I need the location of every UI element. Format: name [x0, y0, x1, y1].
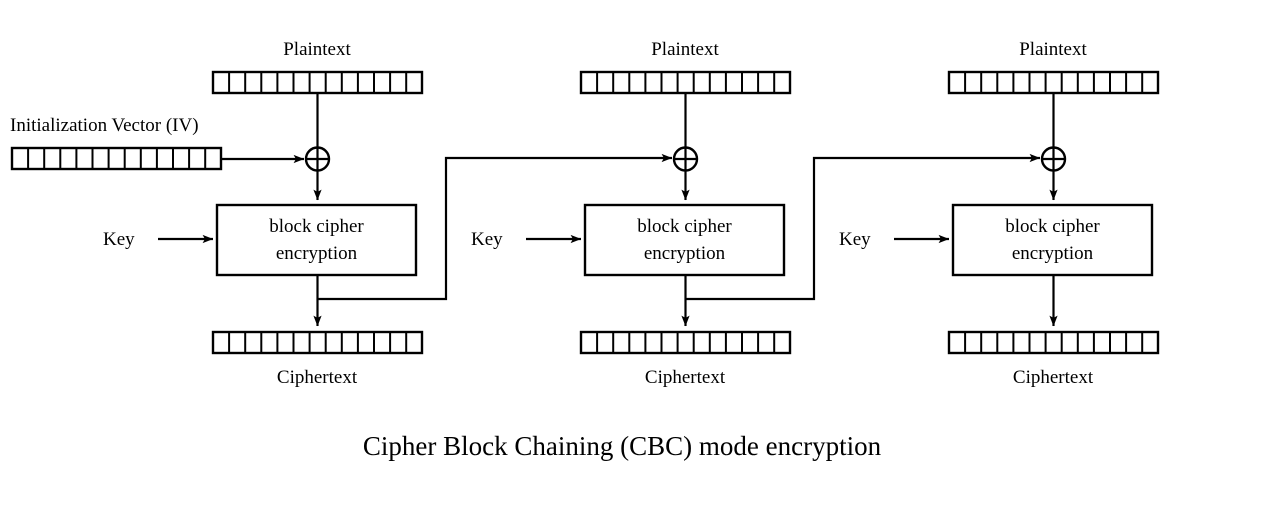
ciphertext-block-1: [211, 330, 424, 355]
key-label-1: Key: [103, 229, 135, 250]
stage-1: Plaintext Initialization Vector (IV): [10, 39, 673, 388]
cipher-line-3a: block cipher: [1005, 216, 1100, 237]
plaintext-block-2: [579, 70, 792, 95]
diagram-caption: Cipher Block Chaining (CBC) mode encrypt…: [363, 431, 882, 461]
block-cipher-box-1: block cipher encryption: [215, 203, 418, 277]
stage-2: Plaintext Key block ciphe: [471, 39, 1041, 388]
cipher-line-1a: block cipher: [269, 216, 364, 237]
plaintext-block-3: [947, 70, 1160, 95]
stage-3: Plaintext Key block ciphe: [839, 39, 1160, 388]
cipher-line-1b: encryption: [276, 243, 358, 264]
ciphertext-block-3: [947, 330, 1160, 355]
ciphertext-label-1: Ciphertext: [277, 367, 358, 388]
iv-block: [10, 146, 223, 171]
chaining-feedback-wire-1: [317, 153, 673, 301]
block-cipher-box-3: block cipher encryption: [951, 203, 1154, 277]
cipher-line-2b: encryption: [644, 243, 726, 264]
ciphertext-label-2: Ciphertext: [645, 367, 726, 388]
key-label-3: Key: [839, 229, 871, 250]
plaintext-label-1: Plaintext: [283, 39, 351, 60]
cipher-line-2a: block cipher: [637, 216, 732, 237]
plaintext-label-3: Plaintext: [1019, 39, 1087, 60]
xor-icon-2: [672, 146, 699, 172]
ciphertext-label-3: Ciphertext: [1013, 367, 1094, 388]
plaintext-block-1: [211, 70, 424, 95]
block-cipher-box-2: block cipher encryption: [583, 203, 786, 277]
cipher-line-3b: encryption: [1012, 243, 1094, 264]
chaining-feedback-wire-2: [685, 153, 1041, 301]
xor-icon-3: [1040, 146, 1067, 172]
iv-label: Initialization Vector (IV): [10, 115, 199, 136]
xor-icon-1: [304, 146, 331, 172]
plaintext-label-2: Plaintext: [651, 39, 719, 60]
key-label-2: Key: [471, 229, 503, 250]
ciphertext-block-2: [579, 330, 792, 355]
